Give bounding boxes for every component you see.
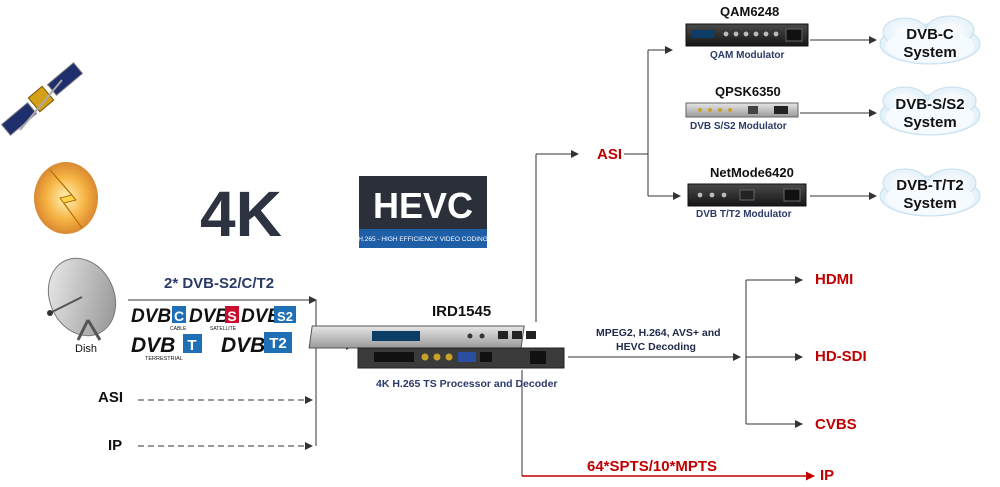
dvb-s-s2-system-line2: System	[903, 114, 957, 131]
dvb-t-t2-system-label: DVB-T/T2 System	[880, 177, 980, 213]
hevc-logo-title: HEVC	[373, 185, 473, 226]
dvb-t2-logo: DVB T2	[221, 332, 292, 357]
dvb-c-system-line2: System	[903, 44, 957, 61]
ip-output-target-label: IP	[820, 467, 835, 484]
ip-input-label: IP	[108, 437, 123, 454]
dish-label: Dish	[75, 343, 98, 355]
svg-text:S: S	[227, 308, 236, 324]
decoding-lines	[568, 276, 803, 428]
dvb-s2-logo: DVB S2	[241, 306, 296, 327]
svg-text:SATELLITE: SATELLITE	[210, 326, 237, 332]
hdmi-output-label: HDMI	[815, 271, 854, 288]
ird1545-caption: 4K H.265 TS Processor and Decoder	[376, 378, 558, 390]
netmode6420-title: NetMode6420	[710, 165, 794, 180]
dvb-c-logo: DVB C CABLE	[131, 306, 187, 332]
svg-text:T2: T2	[269, 335, 287, 352]
asi-branch-lines	[535, 36, 877, 322]
qpsk6350-title: QPSK6350	[715, 84, 781, 99]
qam6248-caption: QAM Modulator	[710, 50, 785, 61]
svg-text:DVB: DVB	[131, 334, 175, 357]
svg-text:T: T	[187, 337, 196, 354]
satellite-dish-icon	[47, 257, 117, 341]
svg-text:C: C	[174, 308, 184, 324]
dvb-input-title: 2* DVB-S2/C/T2	[164, 275, 275, 292]
cloud-dvb-t-t2	[879, 168, 981, 217]
svg-text:DVB: DVB	[131, 306, 171, 327]
svg-text:S2: S2	[277, 309, 293, 324]
4k-title: 4K	[200, 178, 282, 250]
svg-text:DVB: DVB	[241, 306, 281, 327]
hevc-logo-subtitle: H.265 - HIGH EFFICIENCY VIDEO CODING	[358, 236, 488, 243]
dvb-s-logo: DVB S SATELLITE	[189, 306, 239, 332]
svg-text:CABLE: CABLE	[170, 326, 187, 332]
dvb-t-t2-system-line1: DVB-T/T2	[896, 177, 964, 194]
netmode6420-device	[687, 183, 807, 207]
decoding-text-line2: HEVC Decoding	[616, 341, 696, 353]
ip-output-spts-label: 64*SPTS/10*MPTS	[587, 458, 718, 475]
asi-input-label: ASI	[98, 389, 124, 406]
signal-lightning-icon	[34, 162, 98, 234]
dvb-logos: DVB C CABLE DVB S SATELLITE DVB S2 DVB T…	[131, 306, 296, 362]
ird1545-title: IRD1545	[432, 303, 492, 320]
svg-text:DVB: DVB	[189, 306, 229, 327]
dvb-c-system-label: DVB-C System	[885, 26, 975, 62]
hd-sdi-output-label: HD-SDI	[815, 348, 867, 365]
qpsk6350-device	[685, 102, 799, 118]
dvb-c-system-line1: DVB-C	[906, 26, 954, 43]
dvb-t-t2-system-line2: System	[903, 195, 957, 212]
cloud-dvb-c	[879, 15, 981, 65]
qam6248-device	[685, 23, 809, 47]
dvb-s-s2-system-line1: DVB-S/S2	[895, 96, 965, 113]
hevc-logo: HEVC H.265 - HIGH EFFICIENCY VIDEO CODIN…	[358, 176, 488, 248]
qam6248-title: QAM6248	[720, 4, 780, 19]
decoding-text: MPEG2, H.264, AVS+ and HEVC Decoding	[596, 327, 721, 353]
svg-text:DVB: DVB	[221, 334, 265, 357]
asi-output-label: ASI	[597, 146, 623, 163]
netmode6420-caption: DVB T/T2 Modulator	[696, 209, 792, 220]
ird1545-device	[308, 325, 565, 369]
cloud-dvb-s-s2	[879, 86, 981, 136]
cvbs-output-label: CVBS	[815, 416, 857, 433]
svg-text:TERRESTRIAL: TERRESTRIAL	[145, 356, 183, 362]
dvb-t-logo: DVB T TERRESTRIAL	[131, 334, 202, 362]
qpsk6350-caption: DVB S/S2 Modulator	[690, 121, 787, 132]
ip-output-lines	[521, 370, 815, 481]
decoding-text-line1: MPEG2, H.264, AVS+ and	[596, 327, 721, 339]
satellite-icon	[0, 62, 84, 136]
dvb-s-s2-system-label: DVB-S/S2 System	[880, 96, 980, 132]
